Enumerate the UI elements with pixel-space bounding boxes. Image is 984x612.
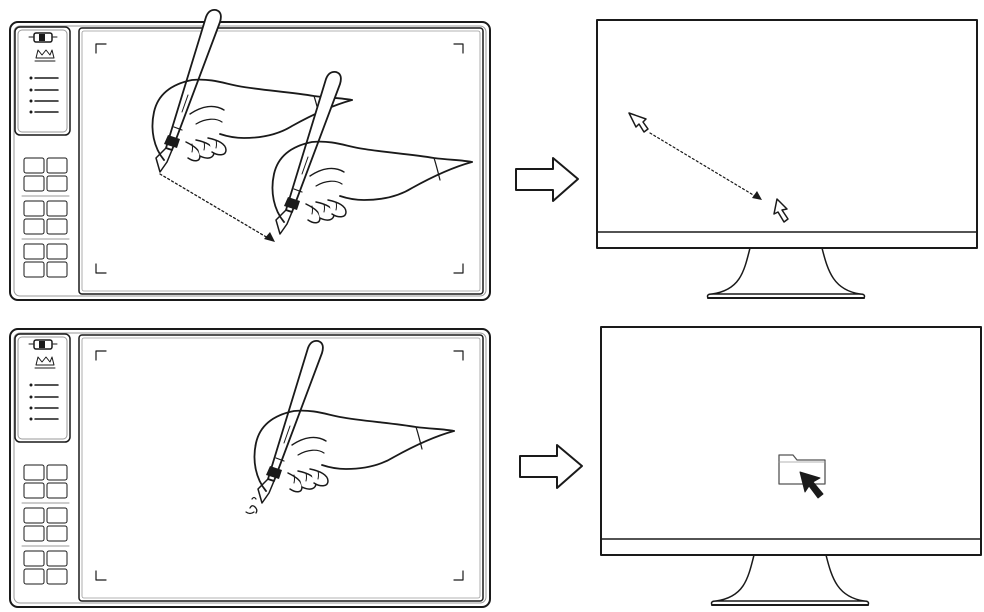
pen-icon (253, 339, 455, 504)
dotted-path-arrow-icon (159, 173, 275, 242)
monitor-top (596, 19, 978, 299)
tablet-top (9, 21, 491, 301)
arrow-right-icon (519, 444, 583, 489)
path-arrowhead (752, 191, 762, 200)
arrow-cursor-icon (799, 471, 824, 499)
pen-icon (271, 70, 473, 235)
tap-mark-icon (245, 496, 258, 515)
cursor-end-icon (773, 198, 789, 223)
tablet-bottom (9, 328, 491, 608)
cursor-start-icon (628, 112, 649, 133)
top-panel (9, 8, 978, 301)
cursor-path (649, 132, 756, 197)
bottom-panel (9, 326, 982, 608)
arrow-right-icon (515, 157, 579, 202)
